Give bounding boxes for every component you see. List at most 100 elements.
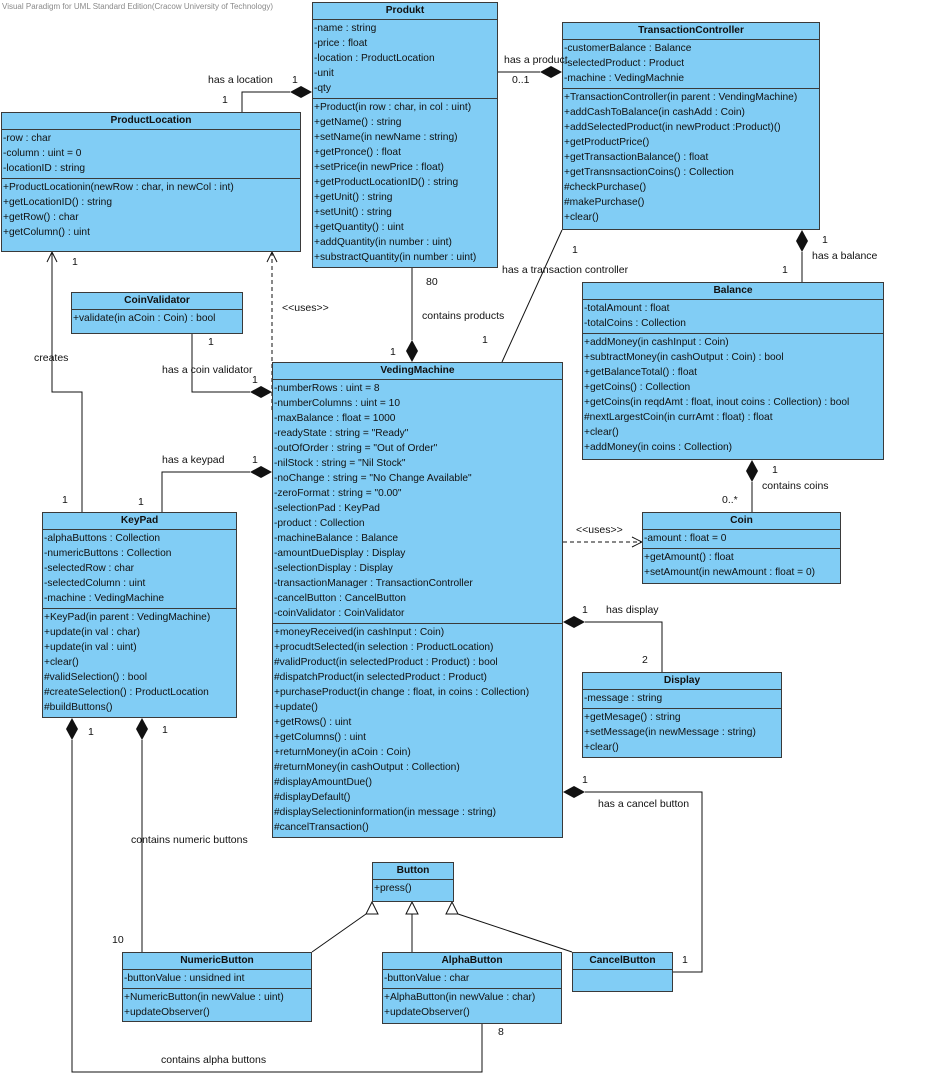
mult-transaction-controller-tc: 1 [572, 244, 578, 256]
class-balance[interactable]: Balance -totalAmount : float-totalCoins … [582, 282, 884, 460]
class-numeric-button[interactable]: NumericButton -buttonValue : unsidned in… [122, 952, 312, 1022]
edge-generalization-cancel [457, 913, 573, 953]
operation-row: +setName(in newName : string) [314, 132, 458, 143]
attribute-row: -selectionPad : KeyPad [274, 503, 380, 514]
attribute-row: -coinValidator : CoinValidator [274, 608, 405, 619]
composition-diamond-has-coin-validator [250, 386, 272, 398]
label-contains-products: contains products [422, 310, 505, 322]
operation-row: +getMesage() : string [584, 712, 681, 723]
class-name: TransactionController [563, 23, 819, 40]
attribute-row: -customerBalance : Balance [564, 43, 692, 54]
class-keypad[interactable]: KeyPad -alphaButtons : Collection-numeri… [42, 512, 237, 718]
operation-row: +getProductPrice() [564, 137, 650, 148]
mult-creates-location: 1 [72, 256, 78, 268]
class-product-location[interactable]: ProductLocation -row : char-column : uin… [1, 112, 301, 252]
class-button[interactable]: Button +press() [372, 862, 454, 902]
class-name: Produkt [313, 3, 497, 20]
operations-section: +moneyReceived(in cashInput : Coin)+proc… [273, 623, 562, 837]
label-uses-product-location: <<uses>> [282, 302, 329, 314]
class-name: CancelButton [573, 953, 672, 970]
attribute-row: -readyState : string = "Ready" [274, 428, 409, 439]
operation-row: +getRow() : char [3, 212, 79, 223]
operation-row: +getProductLocationID() : string [314, 177, 459, 188]
class-transaction-controller[interactable]: TransactionController -customerBalance :… [562, 22, 820, 230]
label-has-transaction-controller: has a transaction controller [502, 264, 629, 276]
operation-row: #displayAmountDue() [274, 777, 372, 788]
attributes-section: -amount : float = 0 [643, 530, 840, 548]
operation-row: +getLocationID() : string [3, 197, 113, 208]
operation-row: +moneyReceived(in cashInput : Coin) [274, 627, 445, 638]
class-coin[interactable]: Coin -amount : float = 0 +getAmount() : … [642, 512, 841, 584]
operation-row: #nextLargestCoin(in currAmt : float) : f… [584, 412, 773, 423]
operation-row: +clear() [584, 742, 619, 753]
class-name: Button [373, 863, 453, 880]
mult-contains-products-machine: 1 [390, 346, 396, 358]
operation-row: +returnMoney(in aCoin : Coin) [274, 747, 411, 758]
attribute-row: -totalCoins : Collection [584, 318, 686, 329]
attribute-row: -location : ProductLocation [314, 53, 435, 64]
operations-section: +validate(in aCoin : Coin) : bool [72, 310, 242, 328]
attribute-row: -buttonValue : unsidned int [124, 973, 245, 984]
attribute-row: -name : string [314, 23, 377, 34]
operation-row: +getBalanceTotal() : float [584, 367, 697, 378]
operation-row: +ProductLocationin(newRow : char, in new… [3, 182, 234, 193]
mult-has-location-produkt: 1 [292, 74, 298, 86]
attributes-section: -buttonValue : char [383, 970, 561, 988]
generalization-triangle-cancel [445, 900, 459, 915]
operations-section: +addMoney(in cashInput : Coin)+subtractM… [583, 333, 883, 457]
operation-row: +update(in val : uint) [44, 642, 137, 653]
attribute-row: -row : char [3, 133, 52, 144]
label-has-display: has display [606, 604, 659, 616]
class-alpha-button[interactable]: AlphaButton -buttonValue : char +AlphaBu… [382, 952, 562, 1024]
attributes-section: -buttonValue : unsidned int [123, 970, 311, 988]
operation-row: #makePurchase() [564, 197, 645, 208]
operation-row: +addQuantity(in number : uint) [314, 237, 452, 248]
class-display[interactable]: Display -message : string +getMesage() :… [582, 672, 782, 758]
mult-has-balance-balance: 1 [782, 264, 788, 276]
operation-row: +getTransactionBalance() : float [564, 152, 709, 163]
class-veding-machine[interactable]: VedingMachine -numberRows : uint = 8-num… [272, 362, 563, 838]
operations-section: +press() [373, 880, 453, 898]
class-coin-validator[interactable]: CoinValidator +validate(in aCoin : Coin)… [71, 292, 243, 334]
operation-row: +setMessage(in newMessage : string) [584, 727, 756, 738]
mult-contains-coins-balance: 1 [772, 464, 778, 476]
attribute-row: -machine : VedingMachine [44, 593, 165, 604]
mult-transaction-controller-machine: 1 [482, 334, 488, 346]
attribute-row: -machine : VedingMachnie [564, 73, 685, 84]
operation-row: +update() [274, 702, 318, 713]
attribute-row: -qty [314, 83, 331, 94]
generalization-triangle-numeric [365, 900, 379, 915]
attributes-section: -totalAmount : float-totalCoins : Collec… [583, 300, 883, 333]
class-name: VedingMachine [273, 363, 562, 380]
class-name: ProductLocation [2, 113, 300, 130]
operation-row: +addMoney(in coins : Collection) [584, 442, 733, 453]
generalization-triangle-alpha [405, 900, 419, 915]
composition-diamond-contains-coins [746, 460, 758, 482]
class-produkt[interactable]: Produkt -name : string-price : float-loc… [312, 2, 498, 268]
mult-contains-numeric-button: 10 [112, 934, 124, 946]
label-has-product: has a product [504, 54, 568, 66]
label-has-cancel-button: has a cancel button [598, 798, 690, 810]
operations-section: +Product(in row : char, in col : uint) +g… [313, 98, 497, 267]
composition-diamond-has-product [540, 66, 562, 78]
operation-row: +updateObserver() [384, 1007, 470, 1018]
edge-creates [52, 252, 83, 512]
operation-row: +press() [374, 883, 412, 894]
operation-row: +getCoins(in reqdAmt : float, inout coin… [584, 397, 850, 408]
label-contains-numeric-buttons: contains numeric buttons [131, 834, 248, 846]
operation-row: +KeyPad(in parent : VedingMachine) [44, 612, 211, 623]
mult-creates-keypad: 1 [62, 494, 68, 506]
operation-row: +substractQuantity(in number : uint) [314, 252, 477, 263]
operation-row: +Product(in row : char, in col : uint) [314, 102, 472, 113]
mult-has-location-location: 1 [222, 94, 228, 106]
class-name: NumericButton [123, 953, 311, 970]
composition-diamond-contains-alpha [66, 718, 78, 740]
operation-row: #cancelTransaction() [274, 822, 369, 833]
operation-row: #validProduct(in selectedProduct : Produ… [274, 657, 498, 668]
operation-row: +setAmount(in newAmount : float = 0) [644, 567, 816, 578]
edge-has-cancel-button [585, 791, 703, 973]
attribute-row: -unit [314, 68, 334, 79]
class-cancel-button[interactable]: CancelButton [572, 952, 673, 992]
attributes-section: -row : char-column : uint = 0-locationID… [2, 130, 300, 178]
operation-row: #validSelection() : bool [44, 672, 148, 683]
